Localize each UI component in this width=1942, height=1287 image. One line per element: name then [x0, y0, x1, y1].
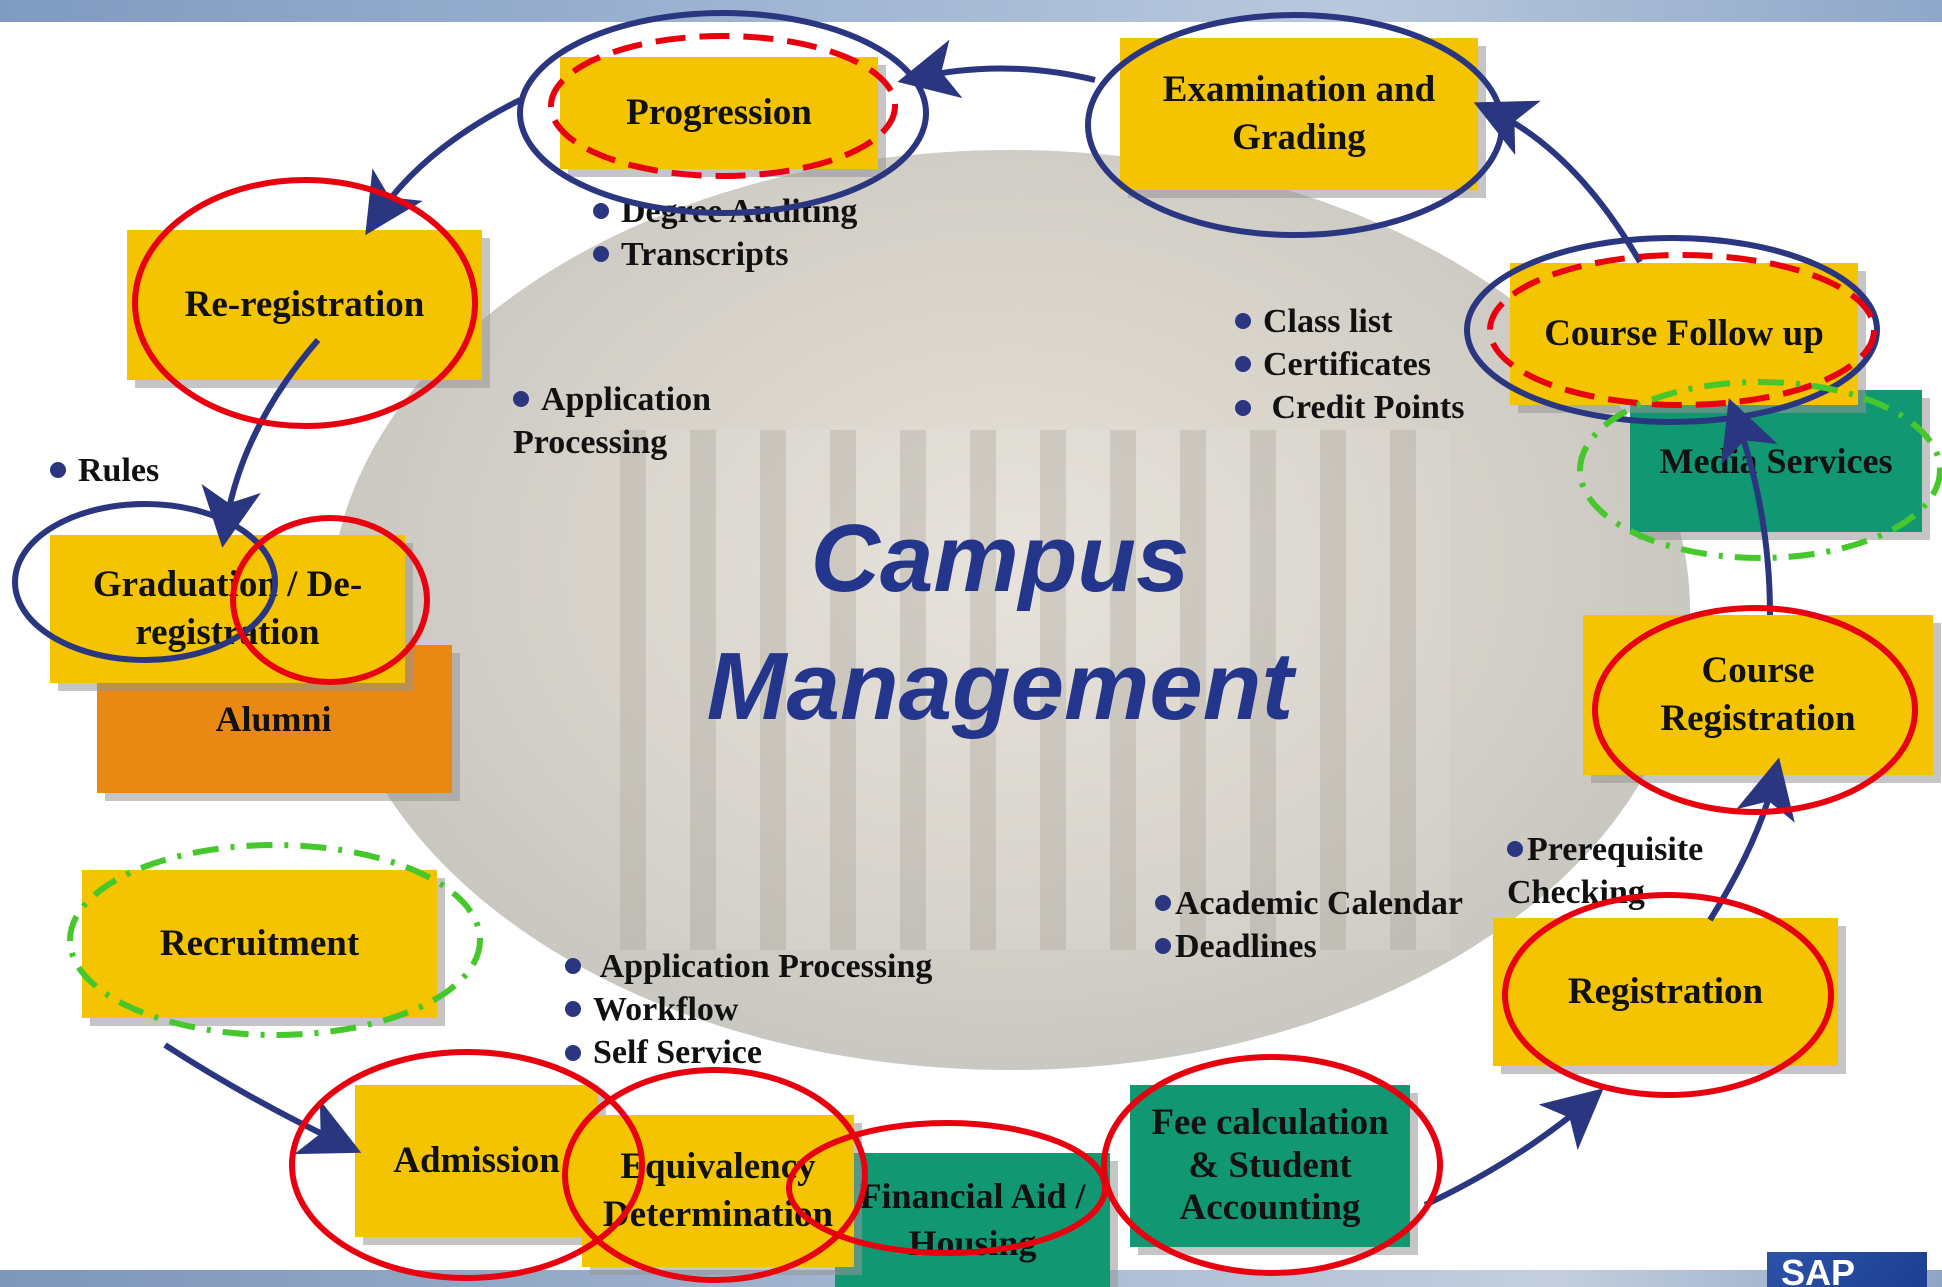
arrow-course-registration-to-course-follow-up: [1721, 398, 1778, 616]
highlight-financial-aid-red: [786, 1120, 1108, 1256]
bullet-item: Self Service: [565, 1031, 932, 1074]
examination-grading-box: Examination and Grading: [1120, 38, 1478, 190]
building-facade: [620, 430, 1450, 950]
bullet-item: Deadlines: [1155, 925, 1463, 968]
prerequisite-checking-note: Prerequisite Checking: [1507, 831, 1704, 912]
admission-bullets: Application Processing Workflow Self Ser…: [565, 945, 932, 1075]
registration-box: Registration: [1493, 918, 1838, 1066]
arrow-progression-to-reregistration: [365, 97, 522, 236]
bullet-dot-icon: [565, 1001, 581, 1018]
highlight-course-follow-up-red-dashed: [1487, 252, 1877, 408]
bullet-item: Academic Calendar: [1155, 882, 1463, 925]
bullet-dot-icon: [565, 958, 581, 975]
bullet-dot-icon: [50, 462, 66, 479]
bullet-item: Credit Points: [1235, 386, 1464, 429]
bullet-dot-icon: [1235, 313, 1251, 330]
bullet-item: Transcripts: [593, 233, 857, 276]
bullet-item: Class list: [1235, 300, 1464, 343]
highlight-recruitment-green: [67, 842, 483, 1038]
bullet-dot-icon: [1507, 841, 1523, 858]
admission-box: Admission: [355, 1085, 598, 1237]
calendar-bullets: Academic Calendar Deadlines: [1155, 882, 1463, 968]
fee-calculation-box: Fee calculation & Student Accounting: [1130, 1085, 1410, 1247]
arrow-course-follow-up-to-examination: [1473, 100, 1643, 264]
highlight-fee-calculation-red: [1101, 1054, 1443, 1276]
highlight-progression-blue: [517, 10, 929, 216]
bullet-item: Application Processing: [565, 945, 932, 988]
bullet-dot-icon: [513, 391, 529, 408]
application-processing-note: Application Processing: [513, 381, 712, 462]
arrow-examination-to-progression: [897, 39, 1096, 99]
bullet-dot-icon: [1235, 399, 1251, 416]
rules-note: Rules: [50, 449, 159, 492]
arrow-reregistration-to-graduation: [201, 338, 321, 548]
bullet-dot-icon: [565, 1044, 581, 1061]
bullet-dot-icon: [593, 246, 609, 263]
highlight-graduation-blue: [12, 501, 278, 663]
course-follow-up-bullets: Class list Certificates Credit Points: [1235, 300, 1464, 430]
diagram-title: Campus Management: [706, 505, 1294, 740]
highlight-registration-red: [1502, 892, 1834, 1098]
bullet-item: Workflow: [565, 988, 932, 1031]
top-banner: [0, 0, 1942, 22]
highlight-admission-red: [289, 1049, 645, 1281]
financial-aid-housing-box: Financial Aid / Housing: [835, 1153, 1110, 1287]
highlight-graduation-red: [230, 515, 430, 685]
bullet-dot-icon: [593, 203, 609, 220]
bullet-dot-icon: [1155, 895, 1171, 912]
bullet-dot-icon: [1155, 938, 1171, 955]
highlight-reregistration-red: [132, 177, 478, 429]
equivalency-determination-box: Equivalency Determination: [582, 1115, 854, 1267]
highlight-media-services-green: [1577, 379, 1942, 561]
arrow-fee-to-registration: [1423, 1088, 1604, 1208]
sap-logo: SAP: [1767, 1252, 1927, 1287]
highlight-course-registration-red: [1592, 605, 1918, 815]
bullet-item: Certificates: [1235, 343, 1464, 386]
highlight-examination-blue: [1085, 12, 1505, 238]
highlight-equivalency-red: [562, 1067, 868, 1283]
bullet-dot-icon: [1235, 356, 1251, 373]
progression-box: Progression: [560, 57, 878, 169]
arrow-recruitment-to-admission: [163, 1042, 362, 1155]
campus-building-photo: [330, 150, 1690, 1070]
recruitment-box: Recruitment: [82, 870, 437, 1018]
highlight-progression-red-dashed: [548, 33, 898, 179]
